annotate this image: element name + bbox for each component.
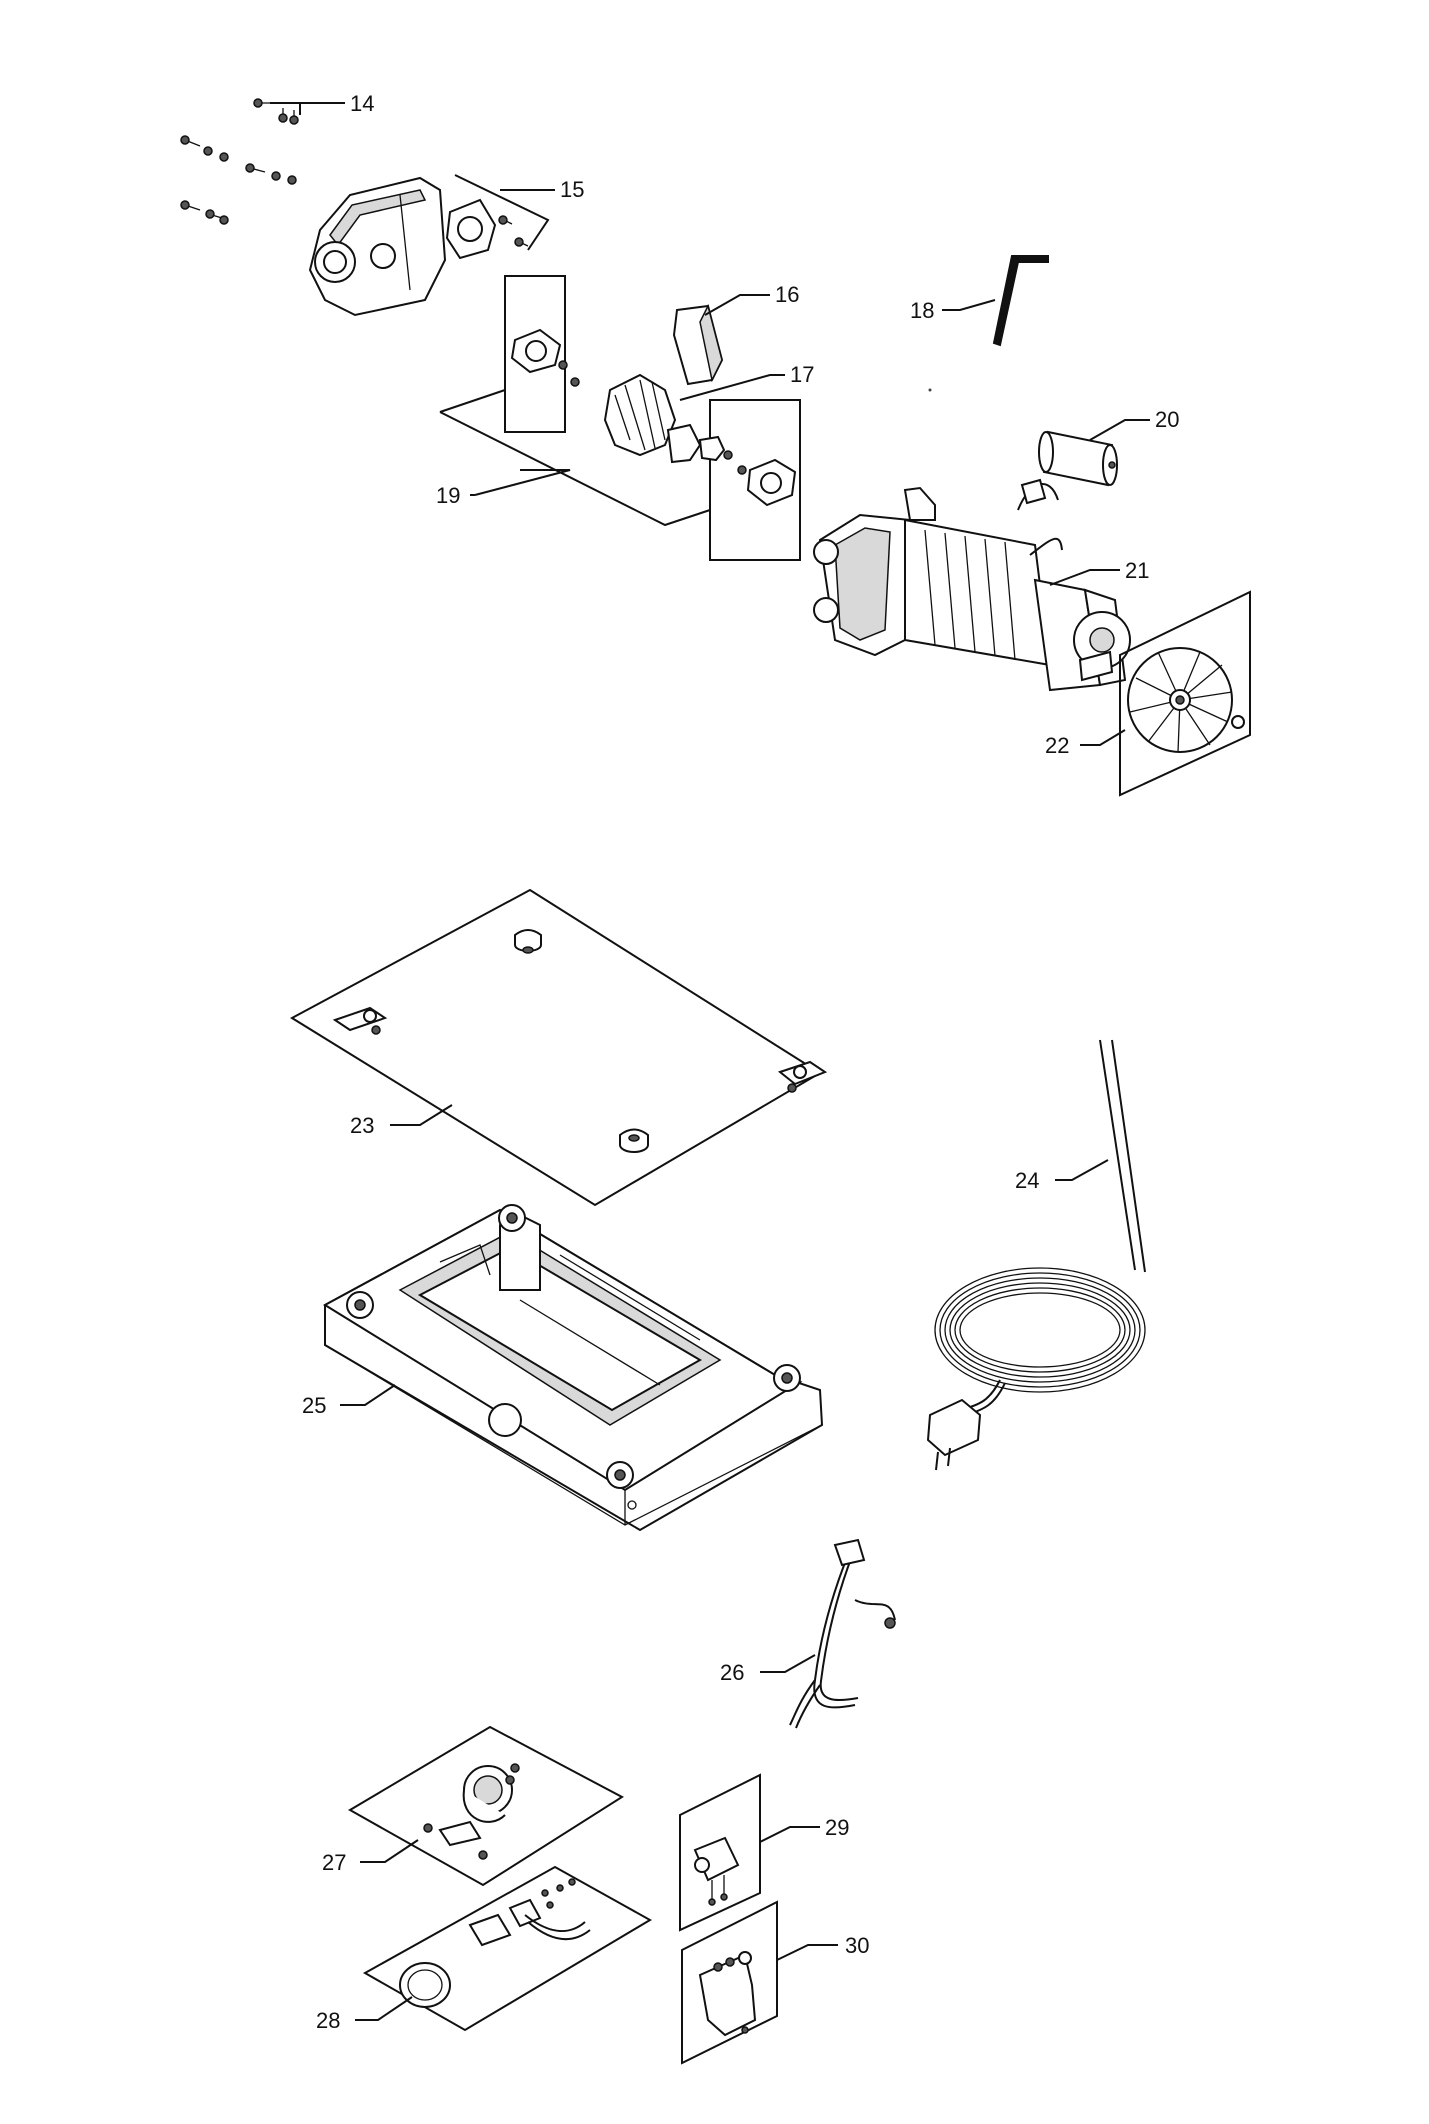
label-20: 20 — [1155, 407, 1179, 432]
part-27-switch-kit — [348, 1725, 624, 1887]
callout-15: 15 — [454, 174, 584, 251]
part-29-pressure-switch — [679, 1773, 761, 1932]
label-18: 18 — [910, 298, 934, 323]
callout-14: 14 — [270, 91, 374, 116]
part-23-feet-kit — [289, 888, 828, 1207]
callout-17: 17 — [679, 362, 814, 401]
label-19: 19 — [436, 483, 460, 508]
part-14-screws — [180, 98, 299, 225]
stray-dot — [928, 388, 932, 392]
label-25: 25 — [302, 1393, 326, 1418]
label-15: 15 — [560, 177, 584, 202]
part-26-wiring-harness — [789, 1538, 896, 1729]
label-14: 14 — [350, 91, 374, 116]
foot-right — [777, 1060, 828, 1093]
part-28-socket-kit — [362, 1865, 653, 2032]
callout-24: 24 — [1015, 1159, 1109, 1193]
part-20-capacitor — [1038, 430, 1118, 487]
impeller — [603, 373, 726, 464]
callout-26: 26 — [720, 1654, 816, 1685]
part-21-motor-assembly — [813, 478, 1131, 692]
foot-left — [332, 1006, 388, 1035]
label-16: 16 — [775, 282, 799, 307]
part-19-impeller-kit — [439, 275, 801, 561]
gasket-top — [510, 328, 580, 387]
callout-28: 28 — [316, 1996, 413, 2033]
label-21: 21 — [1125, 558, 1149, 583]
label-27: 27 — [322, 1850, 346, 1875]
callout-25: 25 — [302, 1384, 396, 1418]
callout-18: 18 — [910, 298, 996, 323]
label-17: 17 — [790, 362, 814, 387]
label-24: 24 — [1015, 1168, 1039, 1193]
callout-30: 30 — [776, 1933, 869, 1961]
callout-20: 20 — [1089, 407, 1179, 441]
label-26: 26 — [720, 1660, 744, 1685]
label-22: 22 — [1045, 733, 1069, 758]
callout-16: 16 — [704, 282, 799, 316]
part-15-pump-cover — [308, 176, 529, 317]
foot-top — [514, 929, 542, 954]
part-18-hex-key — [992, 255, 1049, 347]
callout-19: 19 — [436, 469, 571, 508]
gasket-bottom — [723, 450, 797, 507]
part-24-power-cable — [926, 1039, 1146, 1471]
part-22-fan — [1119, 590, 1251, 797]
callout-22: 22 — [1045, 729, 1126, 758]
callout-29: 29 — [759, 1815, 849, 1843]
part-30-bracket — [681, 1900, 778, 2065]
part-25-base-frame — [323, 1204, 824, 1532]
callout-23: 23 — [350, 1104, 453, 1138]
callout-21: 21 — [1049, 558, 1149, 586]
label-28: 28 — [316, 2008, 340, 2033]
label-23: 23 — [350, 1113, 374, 1138]
part-16-block — [672, 303, 724, 386]
label-30: 30 — [845, 1933, 869, 1958]
label-29: 29 — [825, 1815, 849, 1840]
foot-bottom — [619, 1128, 649, 1153]
callout-27: 27 — [322, 1839, 419, 1875]
